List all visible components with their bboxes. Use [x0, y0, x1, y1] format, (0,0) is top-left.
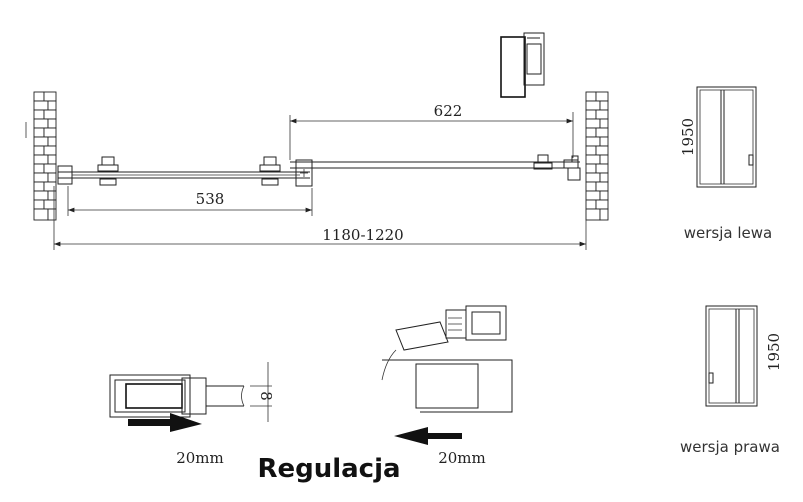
page-title: Regulacja [257, 454, 400, 484]
dim-622-label: 622 [434, 102, 463, 120]
left-version-label: wersja lewa [684, 224, 772, 242]
adjust-right-label: 20mm [438, 449, 486, 467]
right-version-elevation: 1950 wersja prawa [680, 305, 783, 456]
arrow-left-icon [394, 427, 462, 445]
left-version-elevation: 1950 wersja lewa [679, 86, 772, 242]
handle-detail [500, 32, 545, 98]
adjust-left-label: 20mm [176, 449, 224, 467]
dim-overall: 1180-1220 [53, 186, 587, 250]
fixed-panel [57, 156, 313, 187]
right-version-label: wersja prawa [680, 438, 780, 456]
adjustment-detail-left: 8 20mm [109, 362, 275, 467]
dim-622: 622 [289, 102, 574, 160]
dim-overall-label: 1180-1220 [322, 226, 403, 244]
profile-dim-label: 8 [257, 391, 275, 401]
dim-538: 538 [67, 186, 313, 216]
left-wall [33, 91, 57, 221]
arrow-right-icon [128, 413, 202, 432]
dim-538-label: 538 [196, 190, 225, 208]
height-right-label: 1950 [765, 333, 783, 371]
height-left-label: 1950 [679, 118, 697, 156]
right-wall [585, 91, 609, 221]
adjustment-detail-right: 20mm [381, 305, 513, 467]
sliding-door [290, 154, 581, 181]
